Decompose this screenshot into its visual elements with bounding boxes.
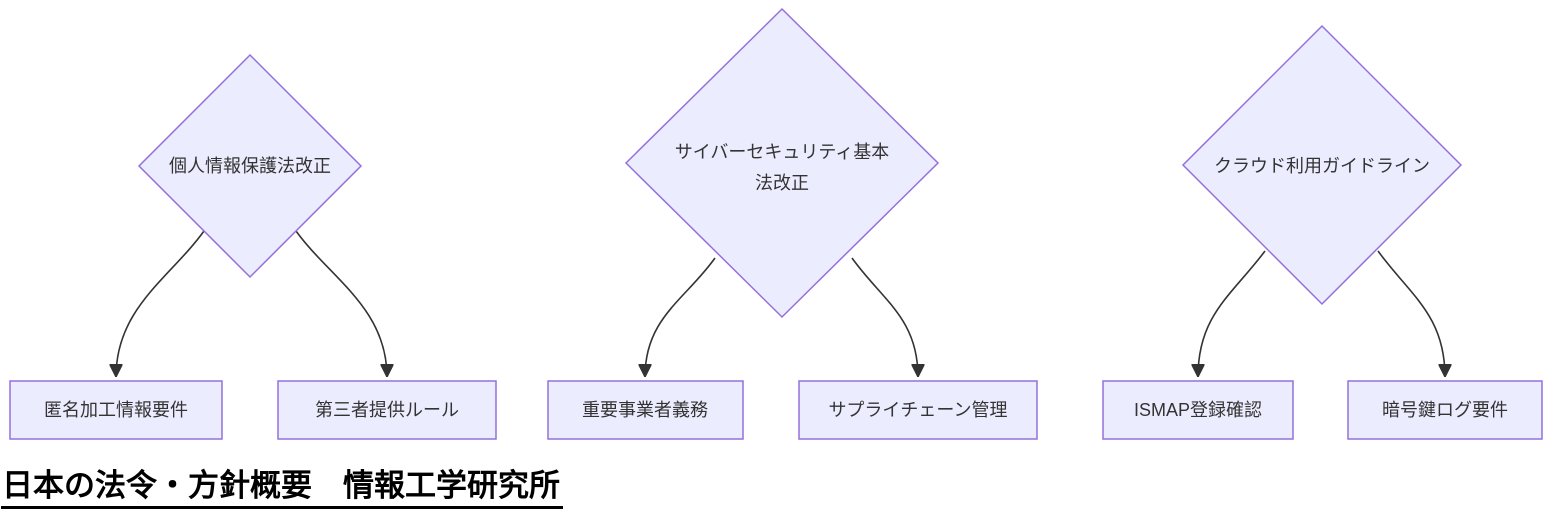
group-personal-info-law: 個人情報保護法改正 匿名加工情報要件 第三者提供ルール xyxy=(9,53,497,440)
edge-cloud-to-encryption-key-log xyxy=(1377,250,1445,377)
decision-label-cybersecurity-line1: サイバーセキュリティ基本 xyxy=(675,142,890,162)
task-node-ismap-registration-check xyxy=(1102,380,1294,440)
task-label-ismap-registration-check: ISMAP登録確認 xyxy=(1134,400,1262,420)
task-node-third-party-provision-rules xyxy=(277,380,497,440)
decision-label-personal-info-law: 個人情報保護法改正 xyxy=(169,156,331,176)
task-node-anonymized-info-requirements xyxy=(9,380,223,440)
edge-cybersecurity-to-critical-operator xyxy=(645,257,716,377)
edge-personal-info-to-anonymized xyxy=(116,230,205,377)
task-label-encryption-key-log-requirements: 暗号鍵ログ要件 xyxy=(1382,400,1508,420)
task-node-encryption-key-log-requirements xyxy=(1347,380,1543,440)
task-label-anonymized-info-requirements: 匿名加工情報要件 xyxy=(44,400,188,420)
decision-label-cybersecurity-line2: 法改正 xyxy=(755,173,809,193)
task-node-critical-operator-obligations xyxy=(547,380,744,440)
decision-node-cloud-usage-guidelines xyxy=(1181,24,1463,306)
decision-node-personal-info-law xyxy=(137,53,363,279)
group-cloud-usage-guidelines: クラウド利用ガイドライン ISMAP登録確認 暗号鍵ログ要件 xyxy=(1102,24,1543,440)
edge-cloud-to-ismap xyxy=(1198,250,1266,377)
edge-cybersecurity-to-supply-chain xyxy=(851,257,918,377)
diagram-title: 日本の法令・方針概要 情報工学研究所 xyxy=(1,468,563,509)
task-label-supply-chain-management: サプライチェーン管理 xyxy=(828,400,1007,420)
decision-label-cloud-usage-guidelines: クラウド利用ガイドライン xyxy=(1214,156,1430,176)
edge-personal-info-to-third-party xyxy=(295,230,387,377)
task-label-critical-operator-obligations: 重要事業者義務 xyxy=(582,400,708,420)
decision-node-cybersecurity-basic-law xyxy=(624,7,940,319)
task-label-third-party-provision-rules: 第三者提供ルール xyxy=(315,400,459,420)
task-node-supply-chain-management xyxy=(798,380,1038,440)
group-cybersecurity-basic-law: サイバーセキュリティ基本 法改正 重要事業者義務 サプライチェーン管理 xyxy=(547,7,1038,440)
